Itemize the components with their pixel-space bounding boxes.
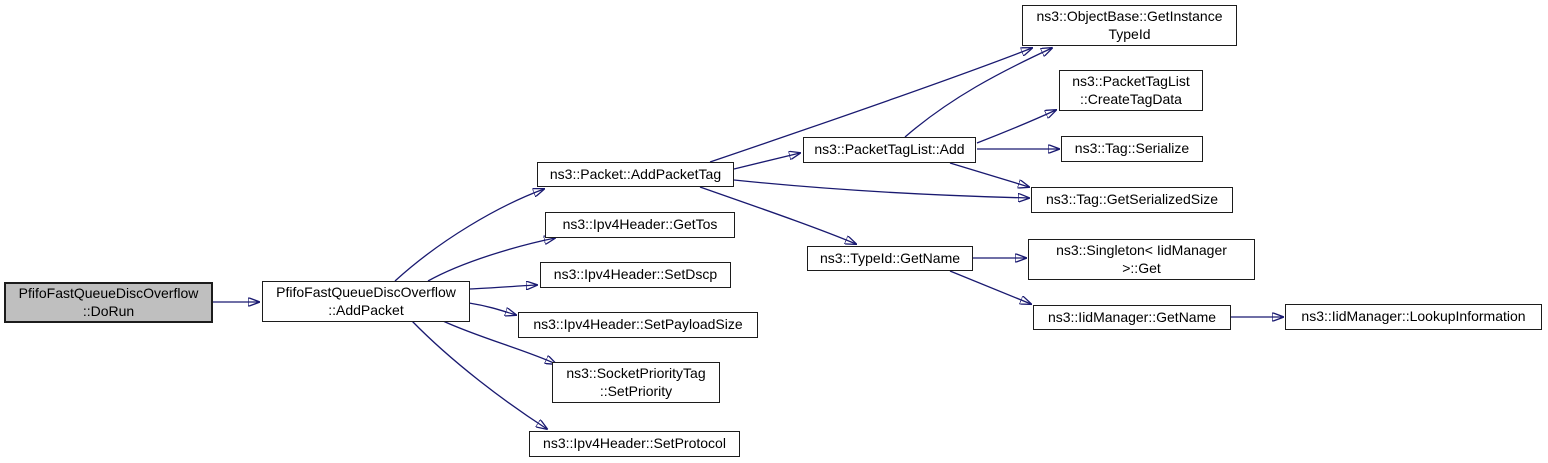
edge-packettaglistadd-getinstancetypeid: [904, 48, 1052, 138]
edge-packettaglistadd-getserializedsize: [949, 162, 1029, 187]
edge-addpacket-addpackettag: [394, 189, 544, 282]
node-gettos[interactable]: ns3::Ipv4Header::GetTos: [545, 212, 735, 238]
node-typeidgetname[interactable]: ns3::TypeId::GetName: [807, 246, 973, 271]
node-getinstancetypeid[interactable]: ns3::ObjectBase::GetInstance TypeId: [1022, 5, 1237, 46]
node-iidmanagergetname[interactable]: ns3::IidManager::GetName: [1033, 305, 1231, 330]
node-addpackettag[interactable]: ns3::Packet::AddPacketTag: [537, 162, 734, 187]
edge-addpacket-setpayloadsize: [468, 302, 516, 315]
node-packettaglistadd[interactable]: ns3::PacketTagList::Add: [803, 137, 976, 163]
edge-typeidgetname-iidmanagergetname: [949, 270, 1031, 304]
node-createtagdata[interactable]: ns3::PacketTagList ::CreateTagData: [1059, 70, 1203, 111]
node-setdscp[interactable]: ns3::Ipv4Header::SetDscp: [540, 262, 731, 288]
node-addpacket[interactable]: PfifoFastQueueDiscOverflow ::AddPacket: [262, 281, 470, 322]
node-serialize[interactable]: ns3::Tag::Serialize: [1061, 136, 1203, 162]
node-lookupinformation[interactable]: ns3::IidManager::LookupInformation: [1285, 304, 1542, 330]
edge-addpackettag-packettaglistadd: [733, 153, 800, 170]
edge-addpackettag-getserializedsize: [733, 179, 1029, 198]
node-setpriority[interactable]: ns3::SocketPriorityTag ::SetPriority: [552, 362, 720, 403]
node-setpayloadsize[interactable]: ns3::Ipv4Header::SetPayloadSize: [518, 312, 758, 338]
node-dorun: PfifoFastQueueDiscOverflow ::DoRun: [4, 282, 213, 323]
node-singletonget[interactable]: ns3::Singleton< IidManager >::Get: [1028, 239, 1255, 280]
edge-packettaglistadd-createtagdata: [976, 110, 1056, 144]
edge-addpacket-gettos: [427, 238, 555, 282]
node-getserializedsize[interactable]: ns3::Tag::GetSerializedSize: [1031, 187, 1233, 213]
edge-addpacket-setdscp: [468, 285, 537, 289]
node-setprotocol[interactable]: ns3::Ipv4Header::SetProtocol: [529, 431, 740, 457]
